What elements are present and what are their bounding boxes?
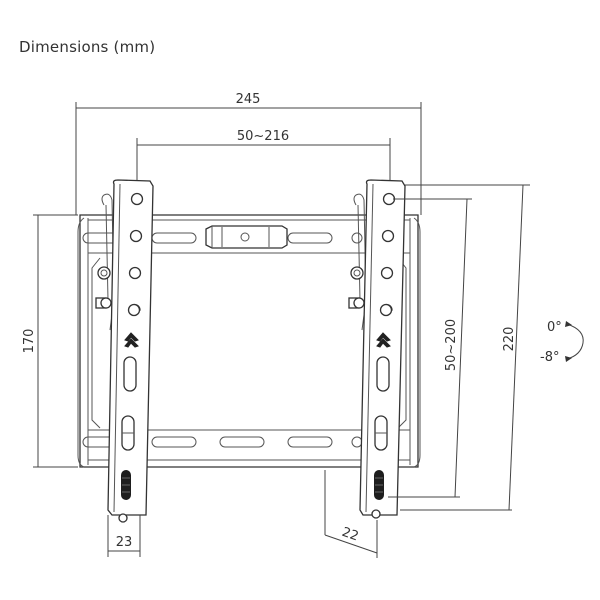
label-vesa-vertical: 50~200 — [444, 319, 459, 371]
bolt-icon — [348, 266, 365, 309]
right-bracket-arm — [348, 179, 406, 519]
label-overall-width: 245 — [236, 92, 261, 107]
tilt-indicator: 0° -8° — [540, 320, 584, 365]
dim-vesa-horizontal: 50~216 — [136, 129, 391, 200]
wall-plate — [77, 214, 421, 468]
label-tilt-lower: -8° — [540, 350, 559, 365]
dim-overall-width: 245 — [75, 92, 422, 215]
label-vesa-horizontal: 50~216 — [237, 129, 289, 144]
dim-bracket-width: 23 — [107, 515, 141, 557]
dim-overall-height: 220 — [400, 184, 530, 511]
label-overall-height: 220 — [502, 327, 517, 352]
dim-wall-distance: 22 — [324, 470, 378, 558]
label-tilt-upper: 0° — [547, 320, 562, 335]
left-bracket-arm — [95, 179, 154, 523]
page-title: Dimensions (mm) — [19, 38, 156, 56]
tilt-arrow-icon — [566, 323, 584, 360]
label-wall-distance: 22 — [340, 525, 361, 545]
label-frame-height: 170 — [22, 329, 37, 354]
dim-vesa-vertical: 50~200 — [388, 198, 472, 498]
label-bracket-width: 23 — [116, 535, 133, 550]
center-lock — [205, 225, 288, 249]
dim-frame-height: 170 — [22, 214, 78, 468]
bolt-icon — [95, 266, 112, 309]
